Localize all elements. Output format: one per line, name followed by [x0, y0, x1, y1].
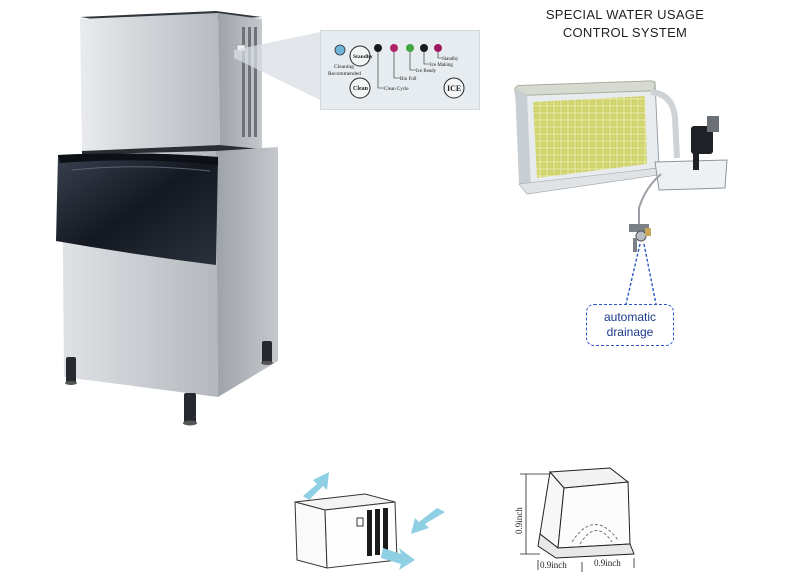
- clean-cycle-indicator-icon: [374, 44, 382, 52]
- ice-ready-indicator-icon: [406, 44, 414, 52]
- airflow-down-arrow-icon: [381, 548, 415, 570]
- ice-making-indicator-icon: [420, 44, 428, 52]
- side-vent: [242, 27, 257, 137]
- label-clean-cycle: Clean Cycle: [384, 87, 409, 92]
- callout-leader: [625, 243, 657, 305]
- water-control-system-illustration: [514, 80, 728, 252]
- standby-indicator-icon: [434, 44, 442, 52]
- airflow-out-arrow-icon: [303, 472, 329, 500]
- pump-icon: [691, 126, 713, 154]
- dim-height-label: 0.9inch: [514, 507, 524, 534]
- section-title-line2: CONTROL SYSTEM: [562, 25, 688, 40]
- airflow-in-arrow-icon: [411, 508, 445, 534]
- drain-valve-icon: [629, 224, 651, 252]
- dim-width-label: 0.9inch: [594, 558, 621, 568]
- standby-button-label: Standby: [353, 54, 373, 60]
- condenser-grille: [367, 508, 388, 556]
- cleaning-indicator-icon: [334, 44, 346, 56]
- bin-door: [56, 153, 218, 265]
- bin-full-indicator-icon: [390, 44, 398, 52]
- control-panel-zoom: Cleaning Recommended Standby Clean Clean…: [320, 30, 480, 110]
- airflow-condenser-illustration: [294, 472, 445, 570]
- callout-line2: drainage: [606, 325, 654, 339]
- section-title: SPECIAL WATER USAGE CONTROL SYSTEM: [500, 6, 750, 42]
- zoom-beam: [234, 32, 320, 100]
- head-unit: [80, 13, 220, 151]
- label-ice-making: Ice Making: [430, 63, 453, 68]
- clean-button-label: Clean: [353, 86, 369, 92]
- standby-button[interactable]: [349, 45, 371, 67]
- dim-depth-label: 0.9inch: [540, 560, 567, 570]
- label-cleaning: Cleaning: [334, 64, 354, 70]
- ice-button[interactable]: [443, 77, 465, 99]
- label-recommended: Recommended: [328, 71, 361, 77]
- callout-line1: automatic: [603, 310, 657, 324]
- label-standby: Standby: [442, 57, 459, 62]
- evaporator-grid: [533, 96, 647, 178]
- machine-legs: [66, 341, 272, 423]
- automatic-drainage-callout: automatic drainage: [586, 304, 674, 346]
- section-title-line1: SPECIAL WATER USAGE: [545, 7, 705, 22]
- label-bin-full: Bin Full: [400, 77, 417, 82]
- clean-button[interactable]: [349, 77, 371, 99]
- label-ice-ready: Ice Ready: [416, 69, 437, 74]
- ice-cube-dimension-diagram: 0.9inch 0.9inch 0.9inch: [514, 467, 635, 572]
- ice-machine-illustration: [56, 11, 278, 426]
- ice-button-label: ICE: [447, 84, 461, 93]
